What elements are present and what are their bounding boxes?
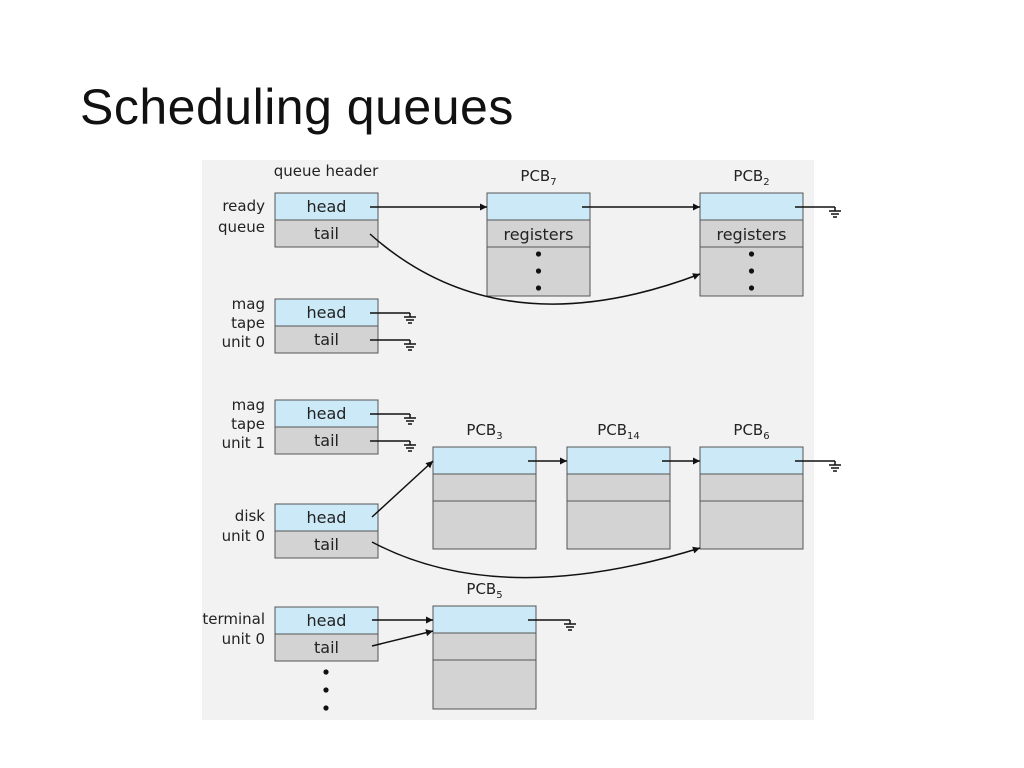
arrow-ready-tail-to-pcb2 <box>369 233 701 305</box>
pcb-label-pcb6: PCB6 <box>733 421 769 442</box>
queue-tail-cell-term <box>274 633 379 662</box>
queue-head-label-mag1: head <box>307 404 347 423</box>
pcb-ellipsis-dot-pcb2-0 <box>748 251 755 257</box>
queue-tail-cell-mag0 <box>274 325 379 354</box>
pcb-registers-label-pcb7: registers <box>503 225 573 244</box>
pcb-pointer-field-pcb6 <box>699 446 804 475</box>
queue-label-disk-line-1: unit 0 <box>222 527 265 545</box>
pcb-ellipsis-dot-pcb7-0 <box>535 251 542 257</box>
more-queues-dot-2 <box>323 705 329 711</box>
more-queues-dot-0 <box>323 669 329 675</box>
arrow-disk-tail-to-pcb6 <box>371 541 701 579</box>
pcb-label-pcb5: PCB5 <box>466 580 502 601</box>
queue-label-mag1-line-0: mag <box>232 396 265 414</box>
queue-label-mag1-line-2: unit 1 <box>222 434 265 452</box>
queue-head-label-ready: head <box>307 197 347 216</box>
pcb-ellipsis-dot-pcb2-2 <box>748 285 755 291</box>
queue-tail-label-ready: tail <box>314 224 339 243</box>
pcb-ellipsis-dot-pcb7-2 <box>535 285 542 291</box>
queue-tail-label-disk: tail <box>314 535 339 554</box>
queue-label-term-line-1: unit 0 <box>222 630 265 648</box>
arrow-disk-head-to-pcb3 <box>371 460 434 518</box>
pcb-label-pcb3: PCB3 <box>466 421 502 442</box>
queue-head-label-disk: head <box>307 508 347 527</box>
queue-head-cell-disk <box>274 503 379 532</box>
queue-head-label-mag0: head <box>307 303 347 322</box>
pcb-ellipsis-dot-pcb2-1 <box>748 268 755 274</box>
queue-label-mag1-line-1: tape <box>231 415 265 433</box>
queue-tail-label-mag1: tail <box>314 431 339 450</box>
slide-title: Scheduling queues <box>80 79 514 135</box>
pcb-label-pcb7: PCB7 <box>520 167 556 188</box>
queue-label-disk-line-0: disk <box>235 507 266 525</box>
pcb-registers-label-pcb2: registers <box>716 225 786 244</box>
queue-tail-label-term: tail <box>314 638 339 657</box>
pcb-label-pcb14: PCB14 <box>597 421 640 442</box>
queue-header-label: queue header <box>274 162 379 180</box>
pcb-pointer-field-pcb14 <box>566 446 671 475</box>
pcb-pointer-field-pcb2 <box>699 192 804 221</box>
queue-label-ready-line-0: ready <box>222 197 265 215</box>
queue-tail-cell-mag1 <box>274 426 379 455</box>
queue-head-cell-mag1 <box>274 399 379 428</box>
pcb-label-pcb2: PCB2 <box>733 167 769 188</box>
pcb-pointer-field-pcb7 <box>486 192 591 221</box>
queue-label-term-line-0: terminal <box>202 610 265 628</box>
queue-label-mag0-line-0: mag <box>232 295 265 313</box>
more-queues-dot-1 <box>323 687 329 693</box>
queue-label-mag0-line-2: unit 0 <box>222 333 265 351</box>
queue-tail-label-mag0: tail <box>314 330 339 349</box>
queue-label-mag0-line-1: tape <box>231 314 265 332</box>
queue-head-label-term: head <box>307 611 347 630</box>
queue-label-ready-line-1: queue <box>218 218 265 236</box>
queue-tail-cell-ready <box>274 219 379 248</box>
pcb-ellipsis-dot-pcb7-1 <box>535 268 542 274</box>
pcb-pointer-field-pcb3 <box>432 446 537 475</box>
arrow-terminal-tail-to-pcb5 <box>371 629 434 647</box>
pcb-pointer-field-pcb5 <box>432 605 537 634</box>
queue-tail-cell-disk <box>274 530 379 559</box>
